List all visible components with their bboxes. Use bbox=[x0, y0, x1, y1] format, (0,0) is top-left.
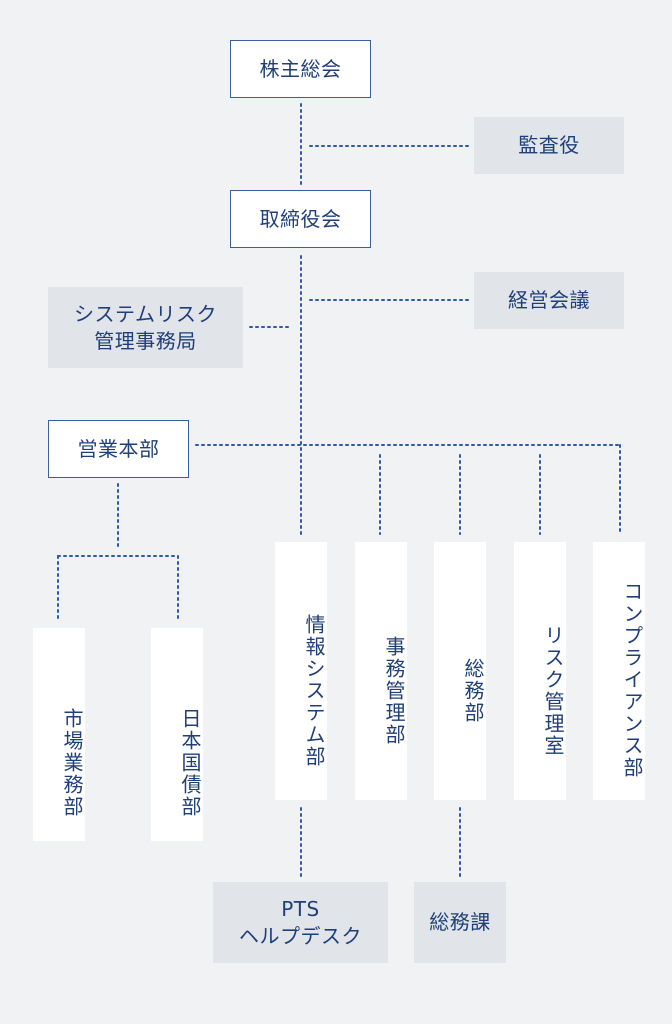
node-management-council: 経営会議 bbox=[474, 272, 624, 329]
node-label: 日本国債部 bbox=[178, 707, 202, 818]
node-label-line-2: 管理事務局 bbox=[94, 328, 197, 353]
node-market-ops: 市場業務部 bbox=[33, 628, 85, 841]
node-shareholders-meeting: 株主総会 bbox=[230, 40, 371, 98]
node-compliance: コンプライアンス部 bbox=[593, 542, 645, 800]
node-label: リスク管理室 bbox=[541, 625, 565, 757]
node-label-line-1: PTS bbox=[281, 896, 320, 921]
node-label: 市場業務部 bbox=[60, 707, 84, 818]
node-label: 監査役 bbox=[518, 133, 580, 157]
node-label: 事務管理部 bbox=[382, 636, 406, 746]
node-label: 総務部 bbox=[461, 658, 485, 724]
node-label: 経営会議 bbox=[508, 288, 590, 312]
node-general-affairs: 総務部 bbox=[434, 542, 486, 800]
node-board: 取締役会 bbox=[230, 190, 371, 248]
node-label-line-2: ヘルプデスク bbox=[239, 923, 362, 948]
node-label: 情報システム部 bbox=[302, 614, 326, 768]
node-pts-helpdesk: PTS ヘルプデスク bbox=[213, 882, 388, 963]
node-label: コンプライアンス部 bbox=[620, 581, 644, 779]
node-auditor: 監査役 bbox=[474, 117, 624, 174]
node-info-systems: 情報システム部 bbox=[275, 542, 327, 800]
node-label: 株主総会 bbox=[259, 56, 342, 81]
node-general-affairs-section: 総務課 bbox=[414, 882, 506, 963]
node-label: 取締役会 bbox=[259, 206, 342, 231]
node-label: 総務課 bbox=[429, 910, 491, 934]
node-risk-mgmt: リスク管理室 bbox=[514, 542, 566, 800]
node-system-risk-office: システムリスク 管理事務局 bbox=[48, 287, 243, 368]
node-label-line-1: システムリスク bbox=[74, 301, 217, 326]
node-label: 営業本部 bbox=[77, 436, 160, 461]
node-jgb: 日本国債部 bbox=[151, 628, 203, 841]
node-admin-mgmt: 事務管理部 bbox=[355, 542, 407, 800]
node-sales-hq: 営業本部 bbox=[48, 420, 189, 478]
